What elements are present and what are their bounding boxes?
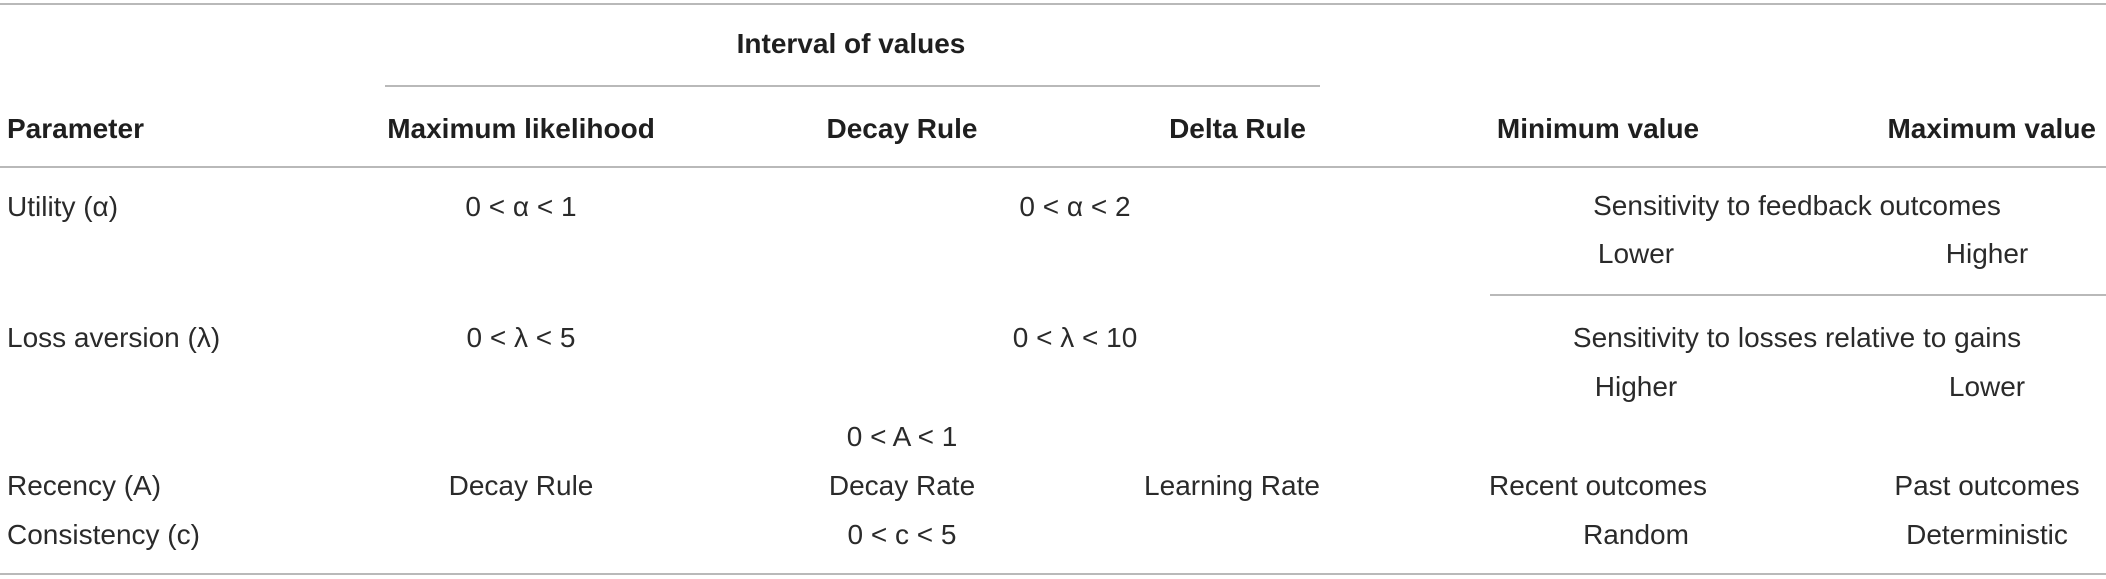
header-minimum-value: Minimum value [1496, 113, 1700, 144]
header-parameter: Parameter [7, 113, 144, 144]
header-maximum-value: Maximum value [1887, 113, 2096, 144]
header-bottom-rule [0, 166, 2106, 168]
row-consistency-minimum-value: Random [1583, 519, 1689, 550]
meaning-divider-rule [1490, 294, 2106, 296]
header-maximum-likelihood: Maximum likelihood [387, 113, 655, 144]
row-utility-maximum-likelihood: 0 < α < 1 [465, 191, 577, 222]
row-loss-aversion-rules-range: 0 < λ < 10 [1012, 322, 1138, 353]
bottom-rule [0, 573, 2106, 575]
row-consistency-parameter: Consistency (c) [7, 519, 200, 550]
row-utility-rules-range: 0 < α < 2 [1019, 191, 1131, 222]
group-header-underline [385, 85, 1320, 87]
row-loss-aversion-maximum-value: Lower [1948, 371, 2026, 402]
header-decay-rule: Decay Rule [826, 113, 978, 144]
row-utility-maximum-value: Higher [1945, 238, 2029, 269]
row-consistency-maximum-value: Deterministic [1906, 519, 2068, 550]
row-recency-maximum-value: Past outcomes [1894, 470, 2080, 501]
row-utility-parameter: Utility (α) [7, 191, 119, 222]
row-recency-range: 0 < A < 1 [846, 421, 958, 452]
row-recency-delta-rule: Learning Rate [1144, 470, 1320, 501]
row-consistency-rules-range: 0 < c < 5 [847, 519, 957, 550]
row-recency-parameter: Recency (A) [7, 470, 162, 501]
group-header-interval-of-values: Interval of values [736, 28, 966, 59]
header-delta-rule: Delta Rule [1169, 113, 1306, 144]
top-rule [0, 3, 2106, 5]
row-recency-decay-rule: Decay Rate [828, 470, 976, 501]
row-loss-aversion-minimum-value: Higher [1594, 371, 1678, 402]
row-loss-aversion-maximum-likelihood: 0 < λ < 5 [466, 322, 576, 353]
row-loss-aversion-meaning: Sensitivity to losses relative to gains [1572, 322, 2022, 353]
row-recency-maximum-likelihood: Decay Rule [448, 470, 594, 501]
row-utility-minimum-value: Lower [1597, 238, 1675, 269]
row-utility-meaning: Sensitivity to feedback outcomes [1593, 190, 2001, 221]
row-loss-aversion-parameter: Loss aversion (λ) [7, 322, 221, 353]
row-recency-minimum-value: Recent outcomes [1489, 470, 1707, 501]
